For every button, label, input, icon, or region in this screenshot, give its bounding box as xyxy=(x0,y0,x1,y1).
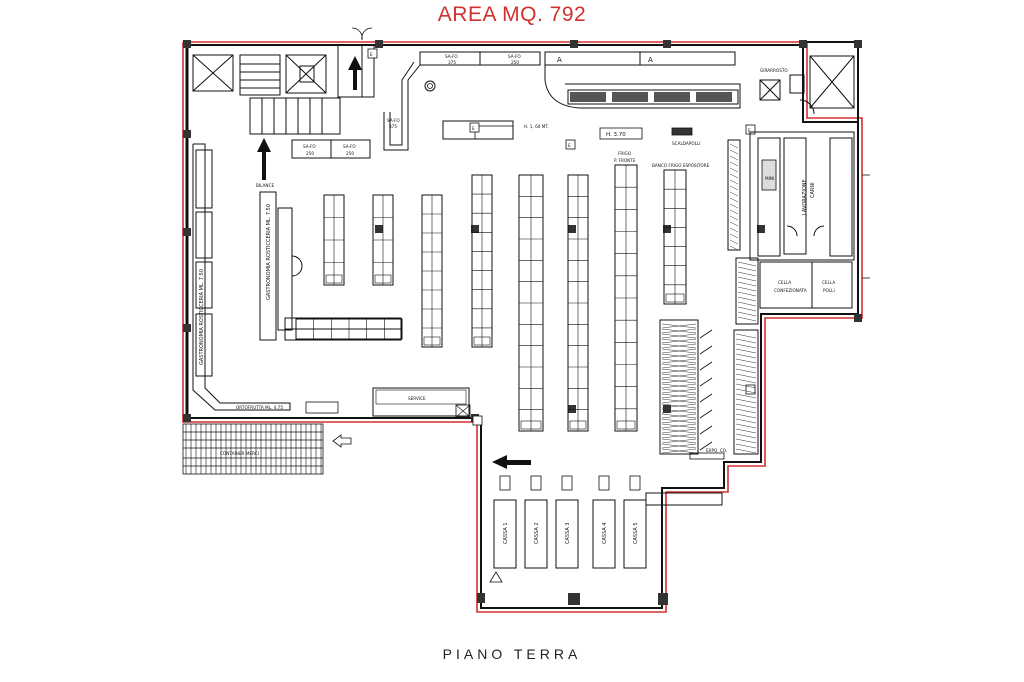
bilance-label: BILANCE xyxy=(256,183,274,188)
room-tag-2: E xyxy=(472,126,475,131)
safo-value-5: 375 xyxy=(389,124,397,129)
area-a-label-1: A xyxy=(557,56,562,64)
entrance-arrow-left xyxy=(257,138,271,180)
gondola-8 xyxy=(663,169,687,305)
safo-value-3: 250 xyxy=(306,151,314,156)
checkout-label-5: CASSA 5 xyxy=(633,522,639,544)
processing-rooms xyxy=(749,99,855,309)
frigo-label-1: FRIGO xyxy=(618,151,632,156)
lavorazione-label: LAVORAZIONE xyxy=(802,179,808,215)
area-a-label-2: A xyxy=(648,56,653,64)
checkout-label-4: CASSA 4 xyxy=(602,522,608,544)
entrance-arrow-top xyxy=(348,56,362,90)
gondola-horizontal xyxy=(295,318,403,340)
checkout-2: CASSA 2 xyxy=(524,475,548,569)
frigo-label-2: P. FRONTE xyxy=(614,158,636,163)
checkout-label-1: CASSA 1 xyxy=(503,522,509,544)
checkout-label-3: CASSA 3 xyxy=(565,522,571,544)
gondola-5 xyxy=(518,174,544,432)
left-counter-label: GASTRONOMIA ROSTICCERIA ML. 7.50 xyxy=(199,269,205,365)
height-label-2: H. 3.70 xyxy=(606,132,626,138)
scaldapolli-label: SCALDAPOLLI xyxy=(672,141,701,146)
area-outline xyxy=(182,41,863,613)
cella-label-2: CELLA xyxy=(822,280,835,285)
carni-label: CARNI xyxy=(810,182,816,198)
service-desk xyxy=(372,387,470,417)
gondola-4 xyxy=(471,174,493,348)
gondola-6 xyxy=(567,174,589,432)
cella-conf-label: CONFEZIONATA xyxy=(774,288,807,293)
checkout-label-2: CASSA 2 xyxy=(534,522,540,544)
left-wall-counter xyxy=(192,143,291,411)
cella-polli-label: POLLI xyxy=(823,288,835,293)
banco-label: BANCO FRIGO ESPOSITORE xyxy=(652,163,710,168)
safo-value-4: 250 xyxy=(346,151,354,156)
shelving-gondolas xyxy=(295,164,687,432)
height-label-1: H. 1, 60 MT. xyxy=(524,124,549,129)
safo-label-2: SA-FO xyxy=(508,54,521,59)
checkout-4: CASSA 4 xyxy=(592,475,616,569)
expo-label: EXPO. CO. xyxy=(706,448,727,453)
room-tag-1: E xyxy=(370,52,373,57)
counter-hatching xyxy=(570,92,732,102)
floor-label: PIANO TERRA xyxy=(442,646,582,662)
container-label: CONTAINER MERCI xyxy=(220,451,259,456)
safo-label-1: SA-FO xyxy=(445,54,458,59)
room-tags xyxy=(367,48,756,426)
checkout-1: CASSA 1 xyxy=(493,475,517,569)
mini-label: MINI xyxy=(765,176,774,181)
area-title: AREA MQ. 792 xyxy=(437,3,587,26)
checkout-arrow xyxy=(492,455,531,469)
building-walls xyxy=(185,41,859,609)
checkout-5: CASSA 5 xyxy=(623,475,647,569)
top-right-counters xyxy=(544,51,855,109)
bottom-left-container xyxy=(182,423,324,475)
right-counters xyxy=(659,139,759,455)
cella-label-1: CELLA xyxy=(778,280,791,285)
safo-label-4: SA-FO xyxy=(343,144,356,149)
container-hatch xyxy=(185,424,322,474)
room-tag-4: E xyxy=(748,128,751,133)
service-label: SERVICE xyxy=(408,396,426,401)
bottom-counter-label: ORTOFRUTTA ML. 4.75 xyxy=(236,405,283,410)
gondola-1 xyxy=(323,194,345,286)
column-round xyxy=(424,80,436,92)
safo-top-counters xyxy=(291,51,541,159)
checkout-3: CASSA 3 xyxy=(555,475,579,569)
stair-elevator-block xyxy=(192,44,375,135)
safo-value-2: 250 xyxy=(511,60,519,65)
gondola-2 xyxy=(372,194,394,286)
girarrosto-label: GIRARROSTO xyxy=(760,68,788,73)
safo-value-1: 375 xyxy=(448,60,456,65)
bilance-counter-label: GASTRONOMIA ROSTICCERIA ML. 7.50 xyxy=(266,204,272,300)
structural-columns xyxy=(183,40,862,605)
checkout-lanes: CASSA 1 CASSA 2 CASSA 3 CASSA 4 CASSA 5 xyxy=(493,475,647,569)
room-tag-3: E xyxy=(568,143,571,148)
safo-label-3: SA-FO xyxy=(303,144,316,149)
safo-label-5: SA-FO xyxy=(387,118,400,123)
right-counter-hatch xyxy=(661,143,757,454)
bilance-counter xyxy=(259,191,402,341)
gondola-3 xyxy=(421,194,443,348)
diagonal-markings xyxy=(699,329,713,451)
gondola-7 xyxy=(614,164,638,432)
